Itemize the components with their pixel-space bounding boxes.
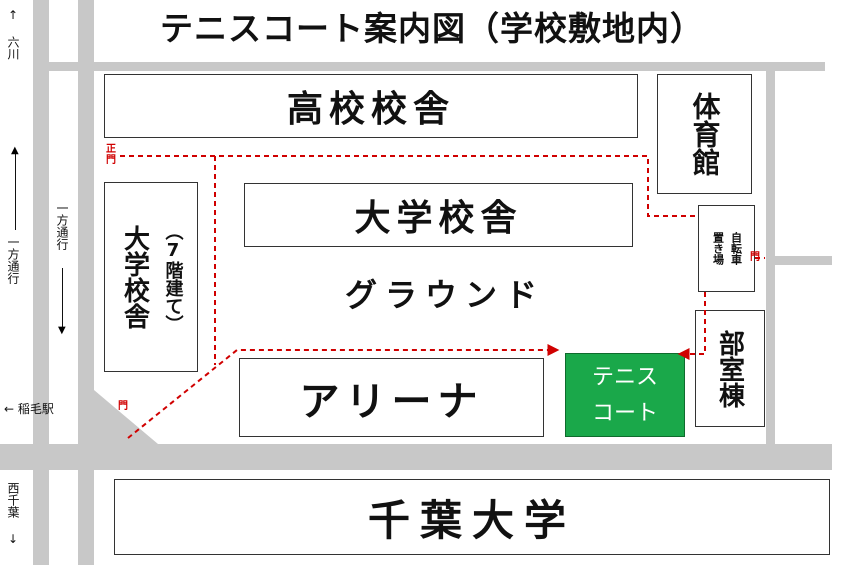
high-school-label: 高校校舎 — [286, 89, 455, 130]
gate-left-label: 門 — [118, 401, 128, 412]
road-left-outer — [33, 0, 49, 565]
bicycle-parking: 置き場 自転車 — [698, 205, 755, 292]
road-label-oneway-inner: 一方通行 — [55, 202, 69, 250]
ground-label: グラウンド — [344, 276, 545, 314]
map-title: テニスコート案内図（学校敷地内） — [160, 9, 704, 48]
road-label-nishichiba: 西千葉 ↓ — [6, 482, 20, 546]
route-main-gate — [120, 155, 697, 217]
building-university: 大学校舎 — [244, 183, 633, 247]
building-gym: 体育館 — [657, 74, 752, 194]
road-label-inage: ← 稲毛駅 — [4, 402, 54, 416]
road-top — [33, 62, 825, 71]
university-7f-name: 大学校舎 — [119, 225, 150, 329]
road-right-branch — [766, 256, 832, 265]
club-building-label: 部室棟 — [714, 329, 745, 408]
arena-label: アリーナ — [299, 378, 484, 425]
chiba-university-label: 千葉大学 — [367, 495, 576, 545]
arrow-down-line — [62, 268, 63, 330]
gate-right-label: 門 — [750, 252, 760, 263]
arrow-down-head: ▼ — [58, 325, 66, 336]
arrow-up-head: ▲ — [11, 145, 19, 156]
tennis-court[interactable]: テニス コート — [565, 353, 685, 437]
route-to-tennis-left — [127, 344, 560, 439]
university-label: 大学校舎 — [354, 198, 523, 239]
road-label-oneway-outer: 一方通行 — [6, 236, 20, 284]
tennis-court-line2: コート — [591, 401, 658, 426]
bicycle-parking-line1: 自転車 — [729, 232, 743, 265]
bicycle-parking-line2: 置き場 — [711, 232, 725, 265]
building-arena: アリーナ — [239, 358, 544, 437]
route-to-tennis-right — [677, 292, 706, 360]
tennis-court-line1: テニス — [591, 365, 658, 390]
road-bottom — [0, 444, 832, 470]
gym-label: 体育館 — [688, 92, 722, 176]
building-club: 部室棟 — [695, 310, 765, 427]
arrow-updown-outer — [15, 150, 16, 230]
building-high-school: 高校校舎 — [104, 74, 638, 138]
building-university-7f: 大学校舎 （7階建て） — [104, 182, 198, 372]
road-diagonal — [94, 390, 158, 444]
road-left-inner — [78, 0, 94, 565]
road-label-rokusen: ↑ 六川 — [6, 8, 20, 60]
gate-main-label: 正門 — [106, 144, 116, 166]
university-7f-note: （7階建て） — [162, 221, 184, 333]
building-chiba-university: 千葉大学 — [114, 479, 830, 555]
